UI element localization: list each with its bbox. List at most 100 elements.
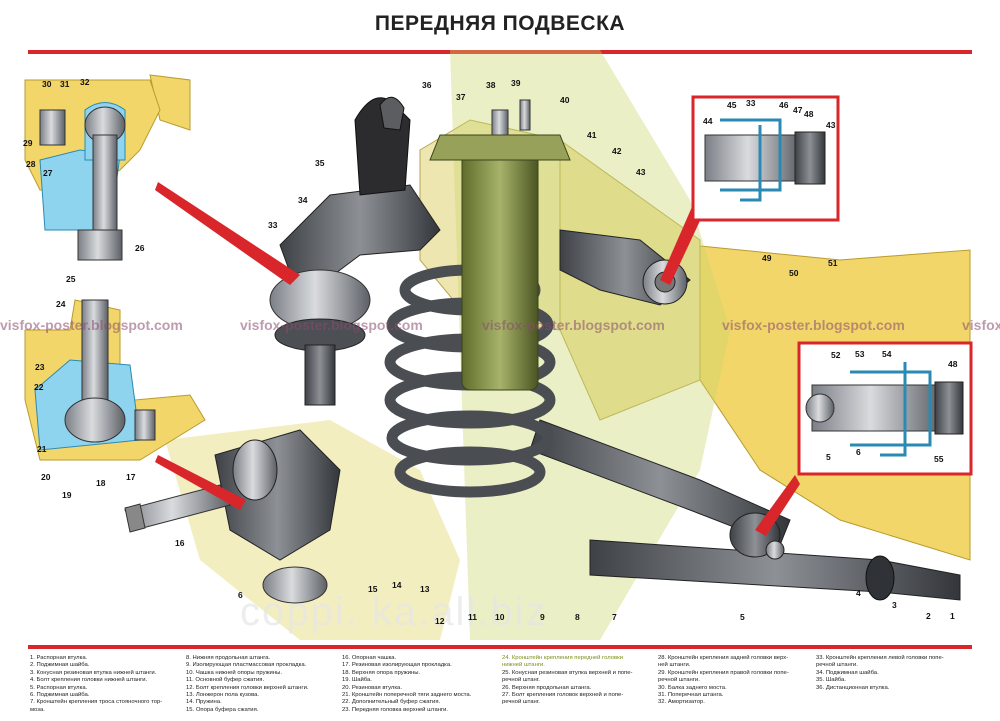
callout-48: 48 — [804, 109, 814, 119]
callout-15: 15 — [368, 584, 378, 594]
legend-item: 33. Кронштейн крепления левой головки по… — [816, 655, 944, 661]
callout-2: 2 — [926, 611, 931, 621]
legend-item: 34. Поджимная шайба. — [816, 669, 879, 676]
center-watermark: coppi. ka.all.biz — [240, 590, 547, 634]
callout-6: 6 — [238, 590, 243, 600]
legend-item: 8. Нижняя продольная штанга. — [186, 655, 271, 661]
callout-33: 33 — [268, 220, 278, 230]
callout-36: 36 — [422, 80, 432, 90]
legend-item: ней штанги. — [658, 662, 691, 669]
shock-absorber — [429, 99, 571, 391]
callout-54: 54 — [882, 349, 892, 359]
legend-item: 23. Передняя головка верхней штанги. — [342, 706, 449, 713]
callout-51: 51 — [828, 258, 838, 268]
legend-item: 13. Лонжерон пола кузова. — [186, 691, 260, 698]
watermark-5: visfox-poster.blogspot.com — [962, 317, 1000, 333]
legend-item: моза. — [30, 706, 45, 713]
title-rule — [28, 50, 972, 54]
legend-item: речной штанг. — [502, 699, 540, 706]
legend-item: 14. Пружина. — [186, 699, 222, 706]
callout-47: 47 — [793, 105, 803, 115]
callout-1: 1 — [950, 611, 955, 621]
legend-item: 12. Болт крепления головки верхней штанг… — [186, 684, 309, 691]
callout-12: 12 — [435, 616, 445, 626]
callout-10: 10 — [495, 612, 505, 622]
callout-5: 5 — [740, 612, 745, 622]
callout-43: 43 — [636, 167, 646, 177]
detail-lower-ball-joint — [24, 299, 206, 461]
watermark-2: visfox-poster.blogspot.com — [240, 317, 423, 333]
callout-20: 20 — [41, 472, 51, 482]
callout-53: 53 — [855, 349, 865, 359]
callout-5-inset: 5 — [826, 452, 831, 462]
legend-item: 2. Поджимная шайба. — [30, 662, 90, 669]
legend-item: 1. Распорная втулка. — [30, 655, 88, 661]
pointer-wedge-b — [155, 455, 246, 510]
callout-7: 7 — [612, 612, 617, 622]
callout-50: 50 — [789, 268, 799, 278]
legend-item: речной штанги. — [658, 677, 700, 684]
callout-24: 24 — [56, 299, 66, 309]
callout-49: 49 — [762, 253, 772, 263]
callout-23: 23 — [35, 362, 45, 372]
callout-18: 18 — [96, 478, 106, 488]
callout-4: 4 — [856, 588, 861, 598]
callout-55: 55 — [934, 454, 944, 464]
legend-item: нижней штанги. — [502, 662, 545, 669]
watermark-3: visfox-poster.blogspot.com — [482, 317, 665, 333]
detail-upper-ball-joint — [24, 79, 161, 261]
ball-joint — [269, 269, 371, 406]
callout-28: 28 — [26, 159, 36, 169]
legend-item: 11. Основной буфер сжатия. — [186, 677, 265, 684]
legend-item: 30. Балка заднего моста. — [658, 684, 727, 691]
steering-knuckle — [124, 429, 341, 604]
legend-item: речной штанги. — [816, 662, 858, 669]
legend-item: 35. Шайба. — [816, 677, 846, 684]
callout-9: 9 — [540, 612, 545, 622]
callout-43-inset: 43 — [826, 120, 836, 130]
callout-26: 26 — [135, 243, 145, 253]
legend-item: 15. Опора буфера сжатия. — [186, 706, 259, 713]
callout-33-inset: 33 — [746, 98, 756, 108]
callout-34: 34 — [298, 195, 308, 205]
callout-31: 31 — [60, 79, 70, 89]
callout-8: 8 — [575, 612, 580, 622]
legend-item: 3. Конусная резиновая втулка нижней штан… — [30, 669, 157, 676]
legend-item: 28. Кронштейн крепления задней головки в… — [658, 655, 789, 661]
legend-column-3: 16. Опорная чашка.17. Резиновая изолирую… — [342, 655, 471, 714]
callout-6-inset: 6 — [856, 447, 861, 457]
legend-column-2: 8. Нижняя продольная штанга.9. Изолирующ… — [186, 655, 309, 714]
legend-item: 29. Кронштейн крепления правой головки п… — [658, 669, 789, 676]
legend-item: 20. Резиновая втулка. — [342, 684, 402, 691]
callout-42: 42 — [612, 146, 622, 156]
callout-37: 37 — [456, 92, 466, 102]
callout-27: 27 — [43, 168, 53, 178]
legend-item: речной штанг. — [502, 677, 540, 684]
legend-item: 7. Кронштейн крепления троса стояночного… — [30, 699, 163, 706]
callout-29: 29 — [23, 138, 33, 148]
legend-item: 25. Конусная резиновая втулка верхней и … — [502, 669, 633, 676]
legend: 1. Распорная втулка.2. Поджимная шайба.3… — [30, 655, 970, 719]
callout-3: 3 — [892, 600, 897, 610]
callout-17: 17 — [126, 472, 136, 482]
callout-32: 32 — [80, 77, 90, 87]
callout-19: 19 — [62, 490, 72, 500]
legend-item: 17. Резиновая изолирующая прокладка. — [342, 662, 452, 669]
callout-11: 11 — [468, 612, 477, 622]
callout-41: 41 — [587, 130, 597, 140]
watermark-4: visfox-poster.blogspot.com — [722, 317, 905, 333]
legend-item: 19. Шайба. — [342, 677, 372, 684]
callout-45: 45 — [727, 100, 737, 110]
suspension-illustration: visfox-poster.blogspot.com visfox-poster… — [0, 50, 1000, 640]
callout-38: 38 — [486, 80, 496, 90]
legend-item: 27. Болт крепления головок верхней и поп… — [502, 691, 624, 698]
callout-48-inset: 48 — [948, 359, 958, 369]
legend-item: 9. Изолирующая пластмассовая прокладка. — [186, 662, 307, 669]
callout-21: 21 — [37, 444, 47, 454]
callout-13: 13 — [420, 584, 430, 594]
legend-item: 36. Дистанционная втулка. — [816, 684, 890, 691]
watermark-1: visfox-poster.blogspot.com — [0, 317, 183, 333]
legend-item: 24. Кронштейн крепления передней головки — [502, 655, 624, 661]
callout-14: 14 — [392, 580, 402, 590]
callout-35: 35 — [315, 158, 325, 168]
